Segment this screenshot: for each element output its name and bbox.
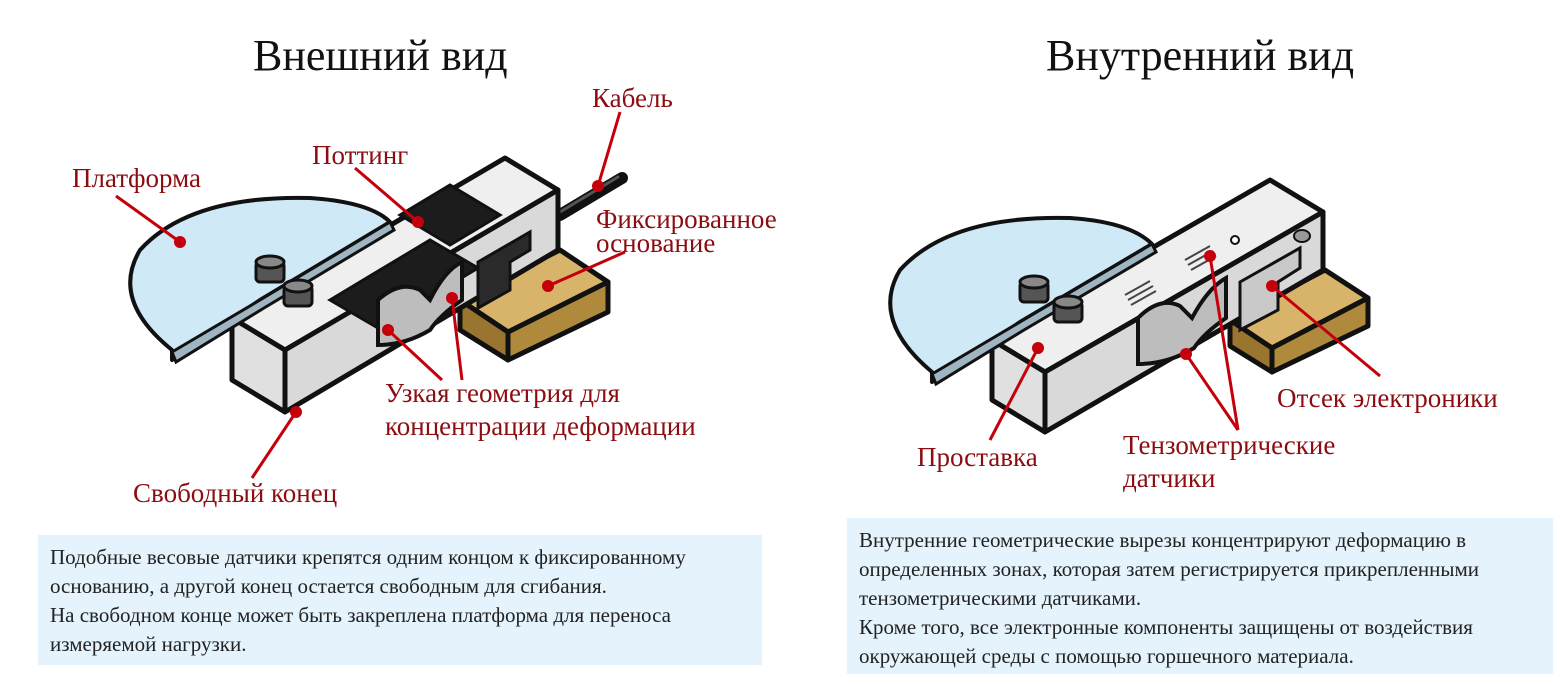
- leader-lines: [988, 250, 1381, 441]
- cable: [554, 172, 628, 221]
- caption-line: тензометрическими датчиками.: [859, 586, 1142, 610]
- internal-view-panel: Внутренний вид: [780, 0, 1560, 684]
- caption-line: окружающей среды с помощью горшечного ма…: [859, 644, 1354, 668]
- external-view-panel: Внешний вид: [38, 31, 777, 665]
- internal-view-caption: Внутренние геометрические вырезы концент…: [847, 518, 1553, 674]
- load-cell-beam: [989, 177, 1326, 435]
- bolt-2: [1052, 294, 1084, 324]
- bolt-1: [254, 254, 286, 284]
- caption-line: определенных зонах, которая затем регист…: [859, 557, 1480, 581]
- external-view-caption: Подобные весовые датчики крепятся одним …: [38, 535, 762, 665]
- label-geometry-line2: концентрации деформации: [385, 411, 696, 441]
- internal-load-cell-illustration: [888, 177, 1381, 441]
- leader-lines: [115, 111, 626, 479]
- caption-line: основанию, а другой конец остается свобо…: [50, 574, 607, 598]
- bolt-1: [1018, 274, 1050, 304]
- label-platform: Платформа: [72, 163, 202, 193]
- label-free-end: Свободный конец: [133, 478, 338, 508]
- caption-line: На свободном конце может быть закреплена…: [50, 603, 671, 627]
- label-potting: Поттинг: [312, 140, 409, 170]
- label-fixed-base-line1: Фиксированное: [596, 204, 777, 234]
- label-strain-gauges-line1: Тензометрические: [1123, 430, 1336, 460]
- label-cable: Кабель: [592, 83, 673, 113]
- label-strain-gauges-line2: датчики: [1123, 463, 1216, 493]
- caption-line: измеряемой нагрузки.: [50, 632, 247, 656]
- label-geometry-line1: Узкая геометрия для: [385, 378, 620, 408]
- label-fixed-base-line2: основание: [596, 228, 716, 258]
- internal-view-title: Внутренний вид: [1046, 31, 1355, 80]
- label-electronics-compartment: Отсек электроники: [1277, 383, 1498, 413]
- caption-line: Подобные весовые датчики крепятся одним …: [50, 545, 686, 569]
- caption-line: Кроме того, все электронные компоненты з…: [859, 615, 1473, 639]
- external-load-cell-illustration: [115, 111, 628, 479]
- bolt-2: [282, 278, 314, 308]
- caption-line: Внутренние геометрические вырезы концент…: [859, 528, 1467, 552]
- external-view-title: Внешний вид: [253, 31, 508, 80]
- label-spacer: Проставка: [917, 442, 1038, 472]
